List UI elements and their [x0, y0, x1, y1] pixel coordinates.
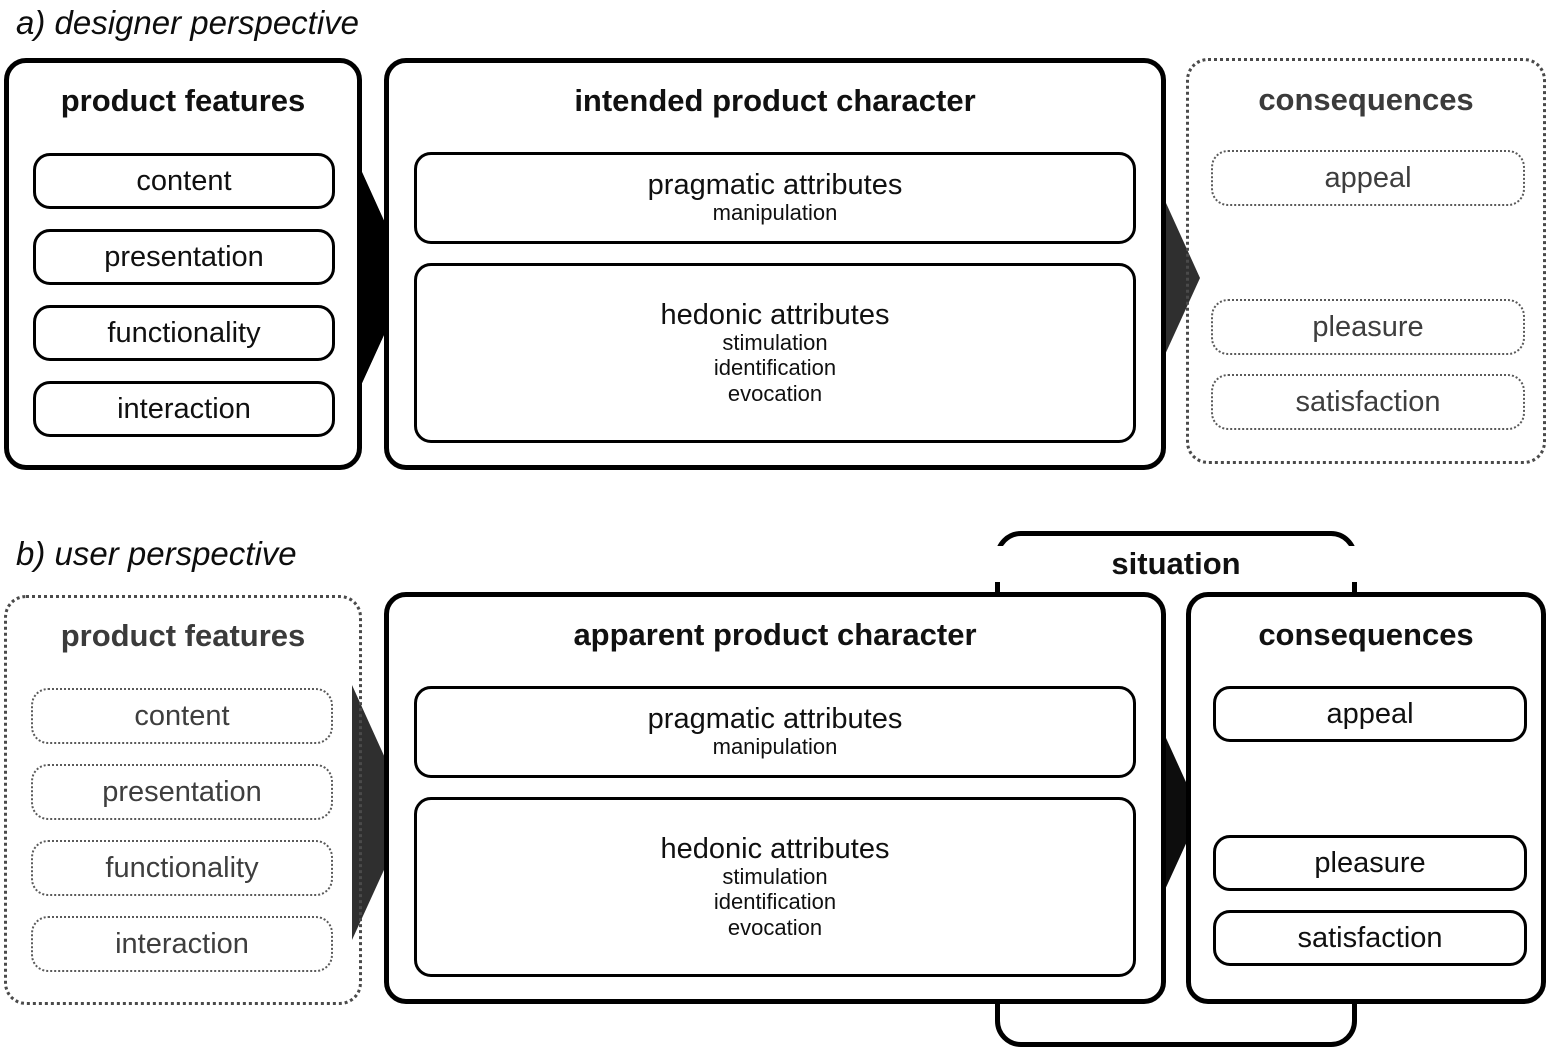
chip-satisfaction-a[interactable]: satisfaction [1211, 374, 1525, 430]
panel-a-consequences: consequences appeal pleasure satisfactio… [1186, 58, 1546, 464]
panel-b-title: b) user perspective [16, 535, 297, 572]
panel-b-product-features-heading: product features [60, 618, 306, 653]
chip-label: appeal [1324, 161, 1412, 194]
panel-a-title: a) designer perspective [16, 4, 360, 41]
panel-b-product-character: apparent product character pragmatic att… [384, 592, 1166, 1004]
group-hedonic-attributes-b[interactable]: hedonic attributes stimulation identific… [414, 797, 1136, 977]
panel-b-product-character-heading: apparent product character [573, 617, 977, 652]
chip-content-a[interactable]: content [33, 153, 335, 209]
panel-b-product-features: product features content presentation fu… [4, 595, 362, 1005]
chip-label: pleasure [1312, 310, 1424, 343]
chip-label: presentation [102, 775, 262, 808]
group-sublabel: stimulation [722, 863, 828, 889]
group-hedonic-attributes-a[interactable]: hedonic attributes stimulation identific… [414, 263, 1136, 443]
group-sublabel: identification [713, 889, 837, 915]
panel-a-product-character-heading: intended product character [574, 83, 976, 118]
group-label: pragmatic attributes [647, 703, 903, 736]
group-pragmatic-attributes-a[interactable]: pragmatic attributes manipulation [414, 152, 1136, 244]
chip-pleasure-a[interactable]: pleasure [1211, 299, 1525, 355]
panel-a-product-character: intended product character pragmatic att… [384, 58, 1166, 470]
group-pragmatic-attributes-b[interactable]: pragmatic attributes manipulation [414, 686, 1136, 778]
panel-b-consequences-heading: consequences [1258, 617, 1474, 652]
panel-a-product-features-heading: product features [60, 83, 306, 118]
chip-label: pleasure [1314, 846, 1426, 879]
chip-label: satisfaction [1297, 921, 1443, 954]
panel-a-consequences-heading: consequences [1258, 82, 1474, 117]
chip-functionality-a[interactable]: functionality [33, 305, 335, 361]
chip-content-b[interactable]: content [31, 688, 333, 744]
chip-label: functionality [107, 316, 261, 349]
chip-presentation-a[interactable]: presentation [33, 229, 335, 285]
group-sublabel: identification [713, 355, 837, 381]
group-sublabel: manipulation [712, 734, 838, 760]
group-label: hedonic attributes [660, 832, 890, 865]
group-sublabel: stimulation [722, 329, 828, 355]
group-label: pragmatic attributes [647, 169, 903, 202]
chip-label: satisfaction [1295, 385, 1441, 418]
chip-label: functionality [105, 851, 259, 884]
chip-label: interaction [115, 927, 249, 960]
situation-label: situation [995, 546, 1357, 582]
chip-pleasure-b[interactable]: pleasure [1213, 835, 1527, 891]
group-sublabel: evocation [727, 914, 823, 940]
group-sublabel: evocation [727, 380, 823, 406]
group-sublabel: manipulation [712, 200, 838, 226]
chip-appeal-b[interactable]: appeal [1213, 686, 1527, 742]
chip-label: appeal [1326, 697, 1414, 730]
chip-appeal-a[interactable]: appeal [1211, 150, 1525, 206]
chip-label: interaction [117, 392, 251, 425]
chip-interaction-a[interactable]: interaction [33, 381, 335, 437]
arrow-features-to-character-a [352, 150, 410, 405]
chip-satisfaction-b[interactable]: satisfaction [1213, 910, 1527, 966]
chip-label: presentation [104, 240, 264, 273]
panel-a-product-features: product features content presentation fu… [4, 58, 362, 470]
chip-functionality-b[interactable]: functionality [31, 840, 333, 896]
panel-b-consequences: consequences appeal pleasure satisfactio… [1186, 592, 1546, 1004]
chip-label: content [134, 699, 230, 732]
chip-presentation-b[interactable]: presentation [31, 764, 333, 820]
group-label: hedonic attributes [660, 298, 890, 331]
arrow-features-to-character-b [352, 685, 410, 940]
chip-label: content [136, 164, 232, 197]
chip-interaction-b[interactable]: interaction [31, 916, 333, 972]
